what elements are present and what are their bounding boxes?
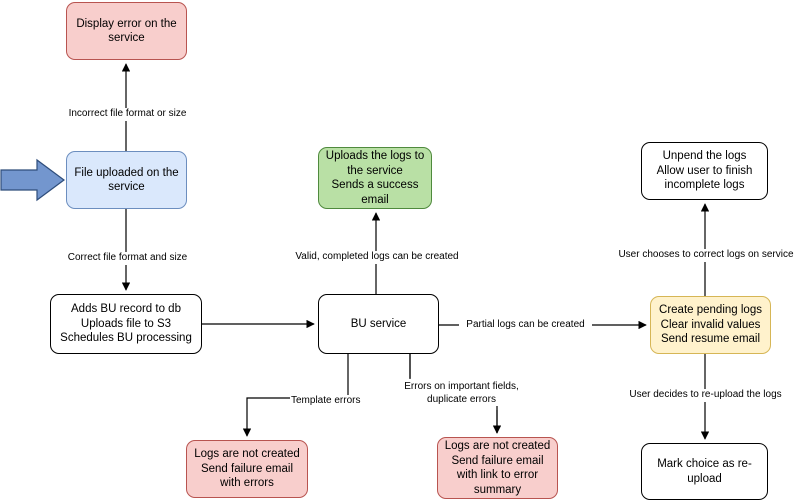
node-display-error[interactable]: Display error on the service [66,2,187,60]
node-create-pending-logs[interactable]: Create pending logs Clear invalid values… [650,296,771,354]
edge-label-user-decides-reupload: User decides to re-upload the logs [623,389,788,402]
edge-label-incorrect-file-format: Incorrect file format or size [58,108,197,121]
node-mark-choice-reupload[interactable]: Mark choice as re- upload [641,443,768,500]
node-file-uploaded[interactable]: File uploaded on the service [66,151,187,209]
edge-label-correct-file-format: Correct file format and size [58,252,197,265]
entry-arrow-icon [0,158,66,202]
edge-label-valid-completed-logs: Valid, completed logs can be created [286,251,468,264]
node-logs-not-created-template[interactable]: Logs are not created Send failure email … [186,440,308,498]
edge-label-user-chooses-correct-logs: User chooses to correct logs on service [609,249,801,262]
node-uploads-logs[interactable]: Uploads the logs to the service Sends a … [318,147,432,209]
node-adds-bu-record[interactable]: Adds BU record to db Uploads file to S3 … [50,294,202,354]
node-logs-not-created-fields[interactable]: Logs are not created Send failure email … [437,437,558,499]
edge-label-partial-logs: Partial logs can be created [459,319,592,332]
edge-label-errors-on-important-fields: Errors on important fields, duplicate er… [394,381,529,406]
edge-label-template-errors: Template errors [290,395,376,408]
node-bu-service[interactable]: BU service [318,294,439,354]
node-unpend-logs[interactable]: Unpend the logs Allow user to finish inc… [641,142,768,200]
